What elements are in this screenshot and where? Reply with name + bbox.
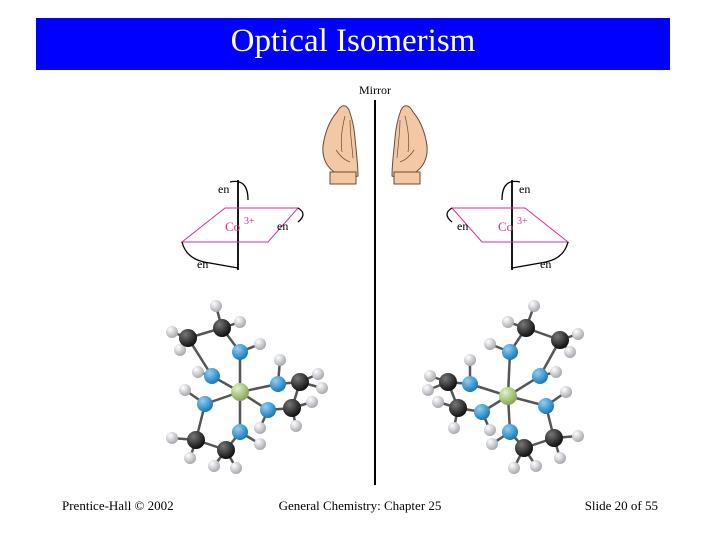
right-ligand-left: en — [457, 219, 468, 233]
footer-slide-number: Slide 20 of 55 — [584, 498, 658, 513]
right-charge-label: 3+ — [517, 216, 528, 227]
right-complex-schematic: en en en Co 3+ — [446, 180, 570, 271]
title-bar: Optical Isomerism — [36, 18, 670, 70]
left-complex-schematic: en en en Co 3+ — [180, 180, 304, 271]
right-metal-label: Co — [498, 219, 513, 234]
right-model-atoms — [422, 300, 584, 474]
right-ligand-top: en — [519, 182, 530, 196]
slide-title: Optical Isomerism — [230, 23, 476, 59]
footer-copyright: Prentice-Hall © 2002 — [62, 498, 174, 513]
left-ligand-right: en — [277, 219, 288, 233]
left-charge-label: 3+ — [244, 216, 255, 227]
left-hand-icon — [322, 105, 359, 185]
mirror-label: Mirror — [359, 83, 391, 97]
right-ligand-bottom: en — [540, 257, 551, 271]
left-metal-label: Co — [225, 219, 240, 234]
left-model-atoms — [166, 300, 328, 474]
left-ligand-bottom: en — [197, 257, 208, 271]
footer-chapter: General Chemistry: Chapter 25 — [278, 498, 442, 513]
right-hand-icon — [391, 105, 428, 185]
left-ligand-top: en — [218, 182, 229, 196]
